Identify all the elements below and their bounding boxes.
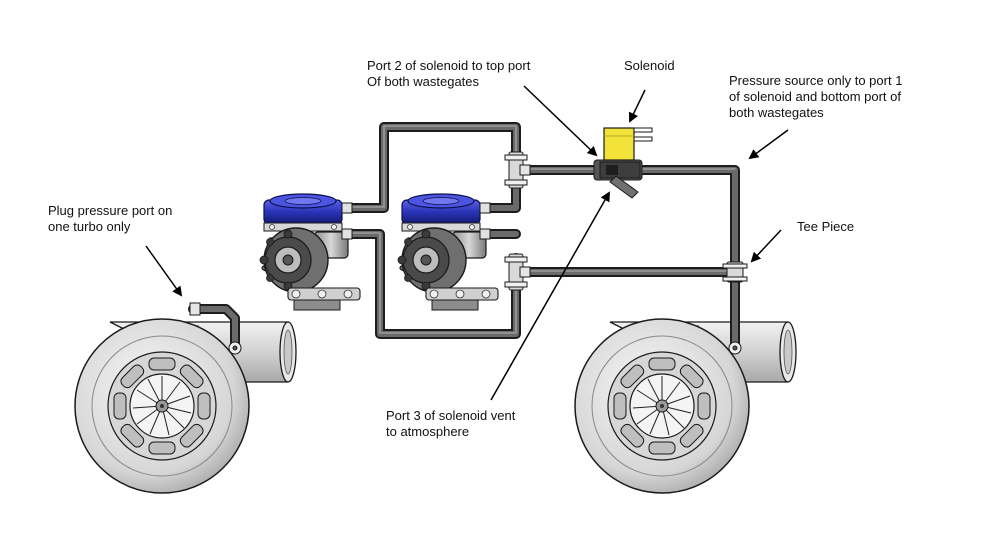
hose-fittings <box>189 151 748 355</box>
leader-arrows <box>145 85 789 401</box>
arrow-port3 <box>490 191 610 401</box>
plug-label-line-2: one turbo only <box>48 219 131 234</box>
turbocharger-left-icon <box>74 318 297 494</box>
pressure-source-label: Pressure source only to port 1 of soleno… <box>729 73 902 121</box>
plug-label-line-1: Plug pressure port on <box>48 203 173 218</box>
solenoid-label-line-1: Solenoid <box>624 58 675 73</box>
solenoid-label: Solenoid <box>624 58 675 74</box>
arrow-tee <box>750 229 782 263</box>
port3-label-line-1: Port 3 of solenoid vent <box>386 408 516 423</box>
port3-label-line-2: to atmosphere <box>386 424 470 439</box>
arrow-plug <box>145 245 183 297</box>
arrow-port2 <box>523 85 598 157</box>
vacuum-hoses <box>188 122 740 353</box>
pressure-label-line-3: both wastegates <box>729 105 824 120</box>
port2-label-line-2: Of both wastegates <box>367 74 480 89</box>
turbocharger-right-icon <box>574 318 797 494</box>
tee-piece-icon <box>722 261 748 283</box>
tee-piece-label: Tee Piece <box>797 219 854 235</box>
port2-label-line-1: Port 2 of solenoid to top port <box>367 58 531 73</box>
arrow-pressure <box>748 129 789 160</box>
tee-label-line-1: Tee Piece <box>797 219 855 234</box>
port3-label: Port 3 of solenoid vent to atmosphere <box>386 408 515 440</box>
pressure-label-line-2: of solenoid and bottom port of <box>729 89 902 104</box>
pressure-label-line-1: Pressure source only to port 1 <box>729 73 903 88</box>
arrow-solenoid <box>628 89 646 123</box>
solenoid-valve-icon <box>593 127 653 199</box>
plug-pressure-port-label: Plug pressure port on one turbo only <box>48 203 172 235</box>
port2-label: Port 2 of solenoid to top port Of both w… <box>367 58 530 90</box>
